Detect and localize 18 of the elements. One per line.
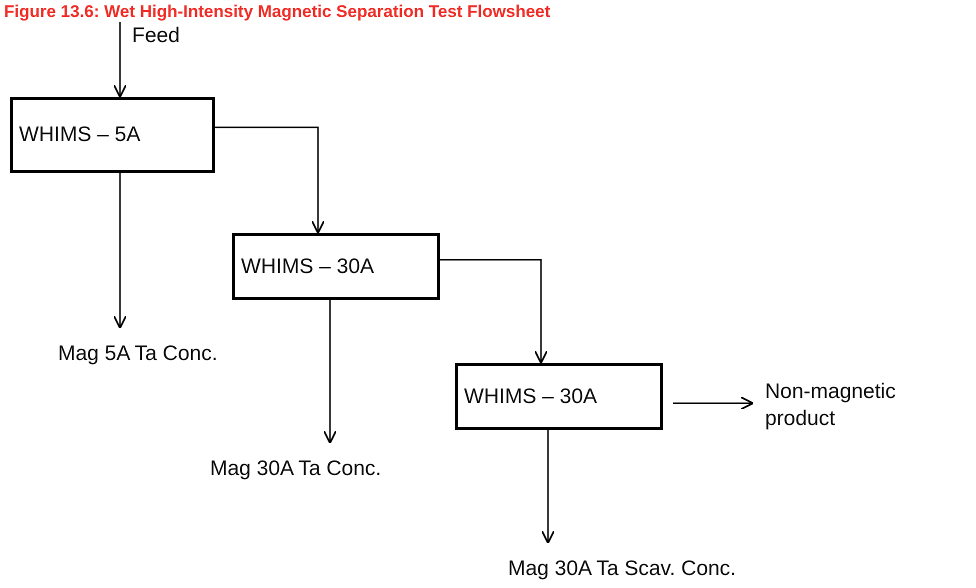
process-box [232, 233, 440, 300]
arrow [215, 126, 325, 234]
product-label: Mag 5A Ta Conc. [58, 340, 248, 370]
arrow [673, 396, 754, 410]
arrow [113, 173, 127, 329]
arrow [323, 300, 337, 444]
process-box [455, 363, 663, 430]
product-label: Non-magnetic product [765, 378, 965, 440]
product-label: Mag 30A Ta Conc. [210, 455, 440, 485]
arrow [541, 430, 555, 544]
box-text: WHIMS – 30A [241, 254, 374, 280]
box-text: WHIMS – 5A [19, 122, 140, 148]
box-text: WHIMS – 30A [464, 384, 598, 410]
process-box [10, 97, 215, 173]
arrow [113, 22, 127, 98]
product-label: Mag 30A Ta Scav. Conc. [508, 555, 788, 585]
arrow [440, 259, 548, 364]
figure-title: Figure 13.6: Wet High-Intensity Magnetic Separation Test Flowsheet [4, 2, 550, 22]
